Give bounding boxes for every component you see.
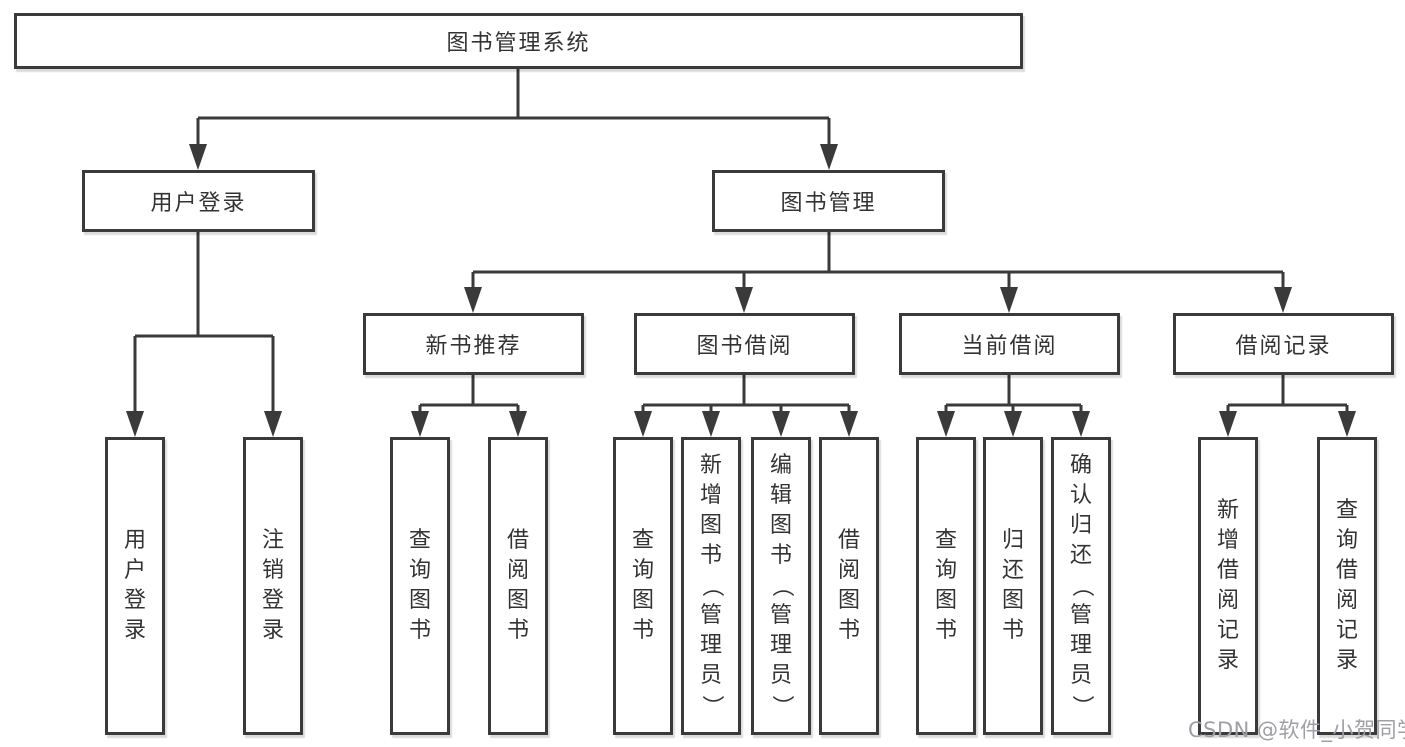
node-current-borrow-label: 当前借阅 xyxy=(961,334,1058,359)
arrow-down-icon xyxy=(411,411,429,437)
node-root-library-system: 图书管理系统 xyxy=(14,13,1023,69)
arrow-down-icon xyxy=(1338,411,1356,437)
leaf-query-books-current: 查询图书 xyxy=(916,437,976,735)
leaf-borrow-books-recommend: 借阅图书 xyxy=(488,437,548,735)
arrow-down-icon xyxy=(634,411,652,437)
node-user-login: 用户登录 xyxy=(82,170,315,232)
arrow-down-icon xyxy=(509,411,527,437)
arrow-down-icon xyxy=(735,287,753,313)
leaf-return-books: 归还图书 xyxy=(983,437,1043,735)
leaf-query-books-borrow: 查询图书 xyxy=(613,437,673,735)
connector-borrow-records-subtree xyxy=(1226,375,1349,426)
arrow-down-icon xyxy=(189,144,207,170)
node-current-borrow: 当前借阅 xyxy=(899,313,1120,375)
connector-new-book-subtree xyxy=(418,375,520,426)
arrow-down-icon xyxy=(772,411,790,437)
arrow-down-icon xyxy=(464,287,482,313)
arrow-down-icon xyxy=(840,411,858,437)
arrow-down-icon xyxy=(1004,411,1022,437)
node-user-login-label: 用户登录 xyxy=(150,191,247,216)
arrowhead-icons xyxy=(126,144,1356,437)
arrow-down-icon xyxy=(1219,411,1237,437)
leaf-user-login: 用户登录 xyxy=(105,437,165,735)
connector-book-management-to-level3 xyxy=(471,232,1285,302)
leaf-borrow-books: 借阅图书 xyxy=(819,437,879,735)
arrow-down-icon xyxy=(1000,287,1018,313)
node-borrow-records: 借阅记录 xyxy=(1173,313,1394,375)
node-book-borrow: 图书借阅 xyxy=(634,313,855,375)
csdn-watermark: CSDN @软件_小贺同学 xyxy=(1188,718,1405,742)
node-book-borrow-label: 图书借阅 xyxy=(696,334,793,359)
connector-user-login-subtree xyxy=(133,232,275,426)
node-borrow-records-label: 借阅记录 xyxy=(1235,334,1332,359)
leaf-edit-books-admin: 编辑图书（管理员） xyxy=(751,437,811,735)
leaf-query-borrow-record: 查询借阅记录 xyxy=(1317,437,1377,735)
connector-book-borrow-subtree xyxy=(641,375,851,426)
leaf-add-books-admin: 新增图书（管理员） xyxy=(681,437,741,735)
leaf-query-books-recommend: 查询图书 xyxy=(390,437,450,735)
node-book-management-label: 图书管理 xyxy=(780,191,877,216)
arrow-down-icon xyxy=(264,411,282,437)
arrow-down-icon xyxy=(820,144,838,170)
arrow-down-icon xyxy=(1072,411,1090,437)
node-root-label: 图书管理系统 xyxy=(446,31,591,56)
arrow-down-icon xyxy=(937,411,955,437)
leaf-add-borrow-record: 新增借阅记录 xyxy=(1198,437,1258,735)
leaf-logout: 注销登录 xyxy=(243,437,303,735)
arrow-down-icon xyxy=(126,411,144,437)
arrow-down-icon xyxy=(702,411,720,437)
connector-root-to-level2 xyxy=(196,69,831,160)
node-new-book-recommend-label: 新书推荐 xyxy=(425,334,522,359)
arrow-down-icon xyxy=(1274,287,1292,313)
node-book-management: 图书管理 xyxy=(712,170,945,232)
leaf-confirm-return-admin: 确认归还（管理员） xyxy=(1051,437,1111,735)
node-new-book-recommend: 新书推荐 xyxy=(363,313,584,375)
